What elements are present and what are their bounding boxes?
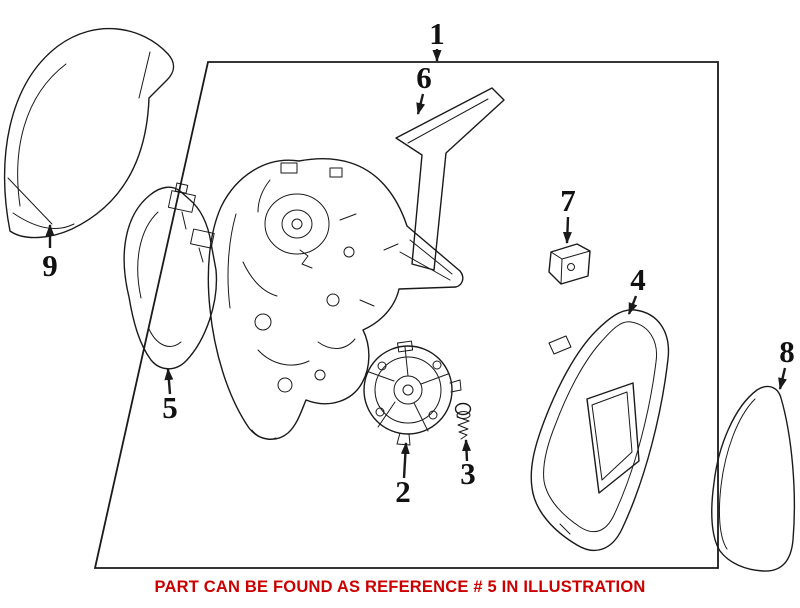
- callout-arrow-3: [462, 439, 472, 462]
- annotation-layer: 1 2 3 4 5 6 7 8 9: [42, 16, 795, 509]
- part-reference-2[interactable]: 2: [395, 474, 411, 509]
- glass-seal-part: [395, 87, 505, 271]
- reference-caption: PART CAN BE FOUND AS REFERENCE # 5 IN IL…: [154, 578, 646, 596]
- part-reference-5[interactable]: 5: [162, 390, 178, 425]
- part-reference-1[interactable]: 1: [429, 16, 445, 51]
- screw-part: [454, 402, 472, 440]
- callout-arrow-6: [416, 93, 426, 115]
- part-reference-4[interactable]: 4: [630, 262, 646, 297]
- retaining-clip-part: [548, 243, 591, 285]
- part-reference-6[interactable]: 6: [416, 60, 432, 95]
- mirror-housing-part: [530, 309, 670, 552]
- turn-signal-part: [123, 182, 218, 370]
- callout-arrow-4: [627, 295, 638, 315]
- part-reference-9[interactable]: 9: [42, 248, 58, 283]
- callout-arrow-7: [562, 216, 572, 244]
- mirror-motor-part: [363, 340, 462, 446]
- callout-arrow-8: [778, 367, 787, 390]
- part-reference-3[interactable]: 3: [460, 456, 476, 491]
- mirror-glass-part: [711, 385, 796, 572]
- mirror-cap-part: [3, 27, 175, 239]
- callout-arrow-5: [164, 368, 174, 395]
- mirror-body-assembly: [207, 157, 464, 440]
- part-reference-7[interactable]: 7: [560, 183, 576, 218]
- part-reference-8[interactable]: 8: [779, 334, 795, 369]
- callout-arrow-2: [400, 442, 410, 479]
- illustration-frame: [93, 61, 719, 569]
